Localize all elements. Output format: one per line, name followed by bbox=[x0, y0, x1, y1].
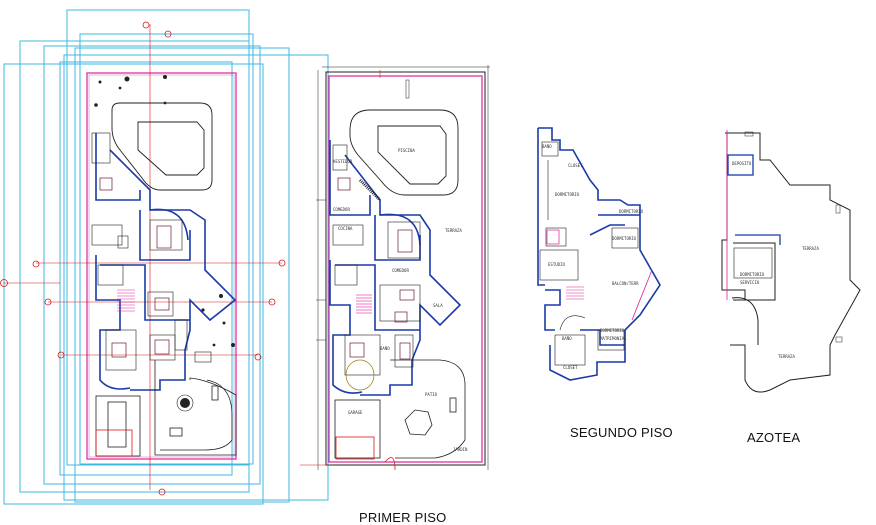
primer-garden-oval bbox=[345, 359, 375, 391]
svg-text:DORMITORIO: DORMITORIO bbox=[612, 236, 637, 241]
primer-pool bbox=[349, 109, 459, 196]
site-plan bbox=[0, 9, 329, 505]
garden bbox=[95, 360, 237, 457]
azotea-plan: DEPOSITO TERRAZA DORMITORIO SERVICIO TER… bbox=[721, 130, 861, 393]
primer-lot-outer bbox=[325, 71, 486, 466]
title-azotea: AZOTEA bbox=[747, 430, 801, 445]
svg-text:DEPOSITO: DEPOSITO bbox=[732, 161, 752, 166]
axis-markers bbox=[0, 21, 286, 496]
segundo-room-labels: BAÑO CLOSET DORMITORIO DORMITORIO DORMIT… bbox=[542, 144, 644, 370]
svg-text:GARAGE: GARAGE bbox=[348, 410, 363, 415]
primer-stair bbox=[356, 294, 372, 314]
svg-text:TERRAZA: TERRAZA bbox=[802, 246, 819, 251]
svg-text:BAÑO: BAÑO bbox=[380, 346, 390, 351]
azotea-blue-walls bbox=[727, 154, 781, 245]
svg-text:DORMITORIO: DORMITORIO bbox=[600, 328, 625, 333]
svg-text:VESTIDOR: VESTIDOR bbox=[333, 159, 353, 164]
house-walls bbox=[95, 133, 237, 391]
svg-text:CLOSET: CLOSET bbox=[568, 163, 583, 168]
svg-text:TERRAZA: TERRAZA bbox=[778, 354, 795, 359]
primer-furniture bbox=[337, 177, 415, 360]
svg-text:CLOSET: CLOSET bbox=[563, 365, 578, 370]
primer-lot-magenta bbox=[328, 75, 483, 463]
svg-text:PISCINA: PISCINA bbox=[398, 148, 415, 153]
svg-text:ESTUDIO: ESTUDIO bbox=[548, 262, 565, 267]
primer-yard bbox=[334, 359, 466, 471]
cyan-viewport-frames bbox=[3, 9, 329, 505]
primer-room-labels: PISCINA VESTIDOR COMEDOR COCINA COMEDOR … bbox=[333, 148, 468, 452]
segundo-interior bbox=[539, 141, 639, 366]
furniture bbox=[99, 177, 172, 358]
primer-walls bbox=[329, 140, 462, 396]
svg-text:DORMITORIO: DORMITORIO bbox=[740, 272, 765, 277]
svg-text:MATRIMONIAL: MATRIMONIAL bbox=[600, 336, 627, 341]
svg-text:DORMITORIO: DORMITORIO bbox=[555, 192, 580, 197]
svg-text:BALCON/TERR: BALCON/TERR bbox=[612, 281, 639, 286]
svg-text:BAÑO: BAÑO bbox=[562, 336, 572, 341]
stair bbox=[117, 289, 135, 312]
svg-text:PATIO: PATIO bbox=[425, 392, 438, 397]
svg-text:DORMITORIO: DORMITORIO bbox=[619, 209, 644, 214]
title-segundo-piso: SEGUNDO PISO bbox=[570, 425, 673, 440]
plants bbox=[94, 75, 235, 408]
svg-text:COMEDOR: COMEDOR bbox=[333, 207, 350, 212]
svg-text:COCINA: COCINA bbox=[338, 226, 353, 231]
lot-boundary bbox=[86, 72, 237, 460]
segundo-piso-plan: BAÑO CLOSET DORMITORIO DORMITORIO DORMIT… bbox=[537, 127, 661, 381]
svg-text:JARDIN: JARDIN bbox=[453, 447, 468, 452]
house-interior bbox=[91, 132, 212, 371]
svg-text:BAÑO: BAÑO bbox=[542, 144, 552, 149]
svg-text:TERRAZA: TERRAZA bbox=[445, 228, 462, 233]
svg-text:SERVICIO: SERVICIO bbox=[740, 280, 760, 285]
primer-piso-plan: PISCINA VESTIDOR COMEDOR COCINA COMEDOR … bbox=[300, 65, 490, 471]
pool bbox=[111, 102, 213, 191]
segundo-walls bbox=[537, 127, 661, 381]
azotea-room-labels: DEPOSITO TERRAZA DORMITORIO SERVICIO TER… bbox=[732, 161, 819, 359]
svg-text:COMEDOR: COMEDOR bbox=[392, 268, 409, 273]
primer-interior bbox=[332, 144, 421, 376]
segundo-stair bbox=[566, 286, 584, 300]
title-primer-piso: PRIMER PISO bbox=[359, 510, 447, 525]
axis-lines bbox=[3, 24, 282, 490]
svg-text:SALA: SALA bbox=[433, 303, 443, 308]
